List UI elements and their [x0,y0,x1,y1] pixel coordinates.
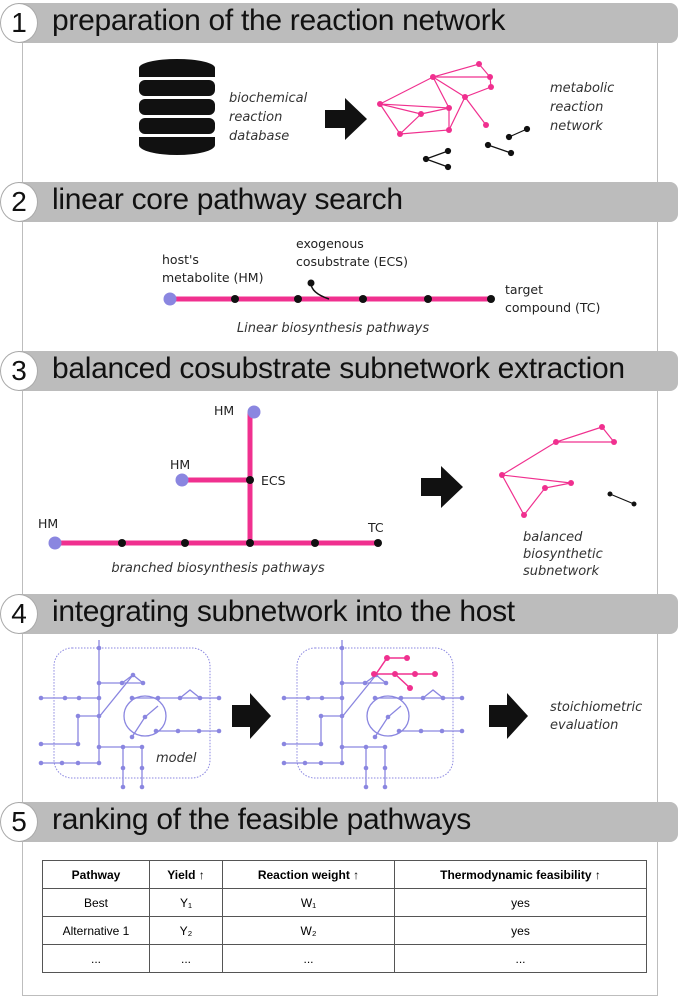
table-header-row: Pathway Yield ↑ Reaction weight ↑ Thermo… [42,860,647,889]
arrow-icon [489,693,528,739]
column-header: Thermodynamic feasibility ↑ [394,860,647,889]
hm-label-top: HM [214,403,234,418]
section-3-header: balanced cosubstrate subnetwork extracti… [18,351,678,391]
linear-pathway [163,279,495,306]
metabolic-network [379,63,492,135]
column-header: Pathway [42,860,150,889]
table-cell: ... [222,944,395,973]
balanced-subnetwork [499,424,637,518]
host-model-network [38,639,222,790]
table-cell: Y₂ [149,916,223,945]
integrated-model-network [281,639,465,790]
column-header: Reaction weight ↑ [222,860,395,889]
hm-label-bottom: HM [38,516,58,531]
table-row: Alternative 1 Y₂ W₂ yes [42,916,647,945]
table-cell: ... [149,944,223,973]
section-title: ranking of the feasible pathways [52,803,471,836]
outer-frame [22,20,658,996]
column-header: Yield ↑ [149,860,223,889]
arrow-icon [325,98,367,140]
model-label: model [156,751,197,766]
table-cell: Best [42,888,150,917]
table-row: Best Y₁ W₁ yes [42,888,647,917]
section-5-header: ranking of the feasible pathways [18,802,678,842]
section-4-header: integrating subnetwork into the host [18,594,678,634]
network-nodes [377,61,494,137]
section-number: 4 [0,594,38,634]
table-cell: Alternative 1 [42,916,150,945]
arrow-icon [421,466,463,508]
table-cell: yes [394,916,647,945]
arrow-icon [232,693,271,739]
tc-label: TC [367,520,384,535]
table-row: ... ... ... ... [42,944,647,973]
isolated-reactions [422,125,531,171]
database-icon [139,59,215,155]
table-cell: W₂ [222,916,395,945]
table-cell: W₁ [222,888,395,917]
table-cell: Y₁ [149,888,223,917]
section-title: preparation of the reaction network [52,4,506,37]
branched-pathway [48,405,382,550]
integrated-subnetwork [371,655,438,691]
section-2-header: linear core pathway search [18,182,678,222]
table-cell: ... [42,944,150,973]
ecs-label: ECS [261,473,286,488]
section-number: 2 [0,182,38,222]
section-number: 5 [0,802,38,842]
linear-caption: Linear biosynthesis pathways [237,321,430,336]
branched-caption: branched biosynthesis pathways [111,561,325,576]
table-cell: ... [394,944,647,973]
section-1-header: preparation of the reaction network [18,3,678,43]
section-title: balanced cosubstrate subnetwork extracti… [52,352,625,385]
ranking-table: Pathway Yield ↑ Reaction weight ↑ Thermo… [42,860,647,973]
section-title: integrating subnetwork into the host [52,595,515,628]
section-number: 3 [0,351,38,391]
section-title: linear core pathway search [52,183,403,216]
hm-label-middle: HM [170,457,190,472]
table-cell: yes [394,888,647,917]
section-number: 1 [0,3,38,43]
